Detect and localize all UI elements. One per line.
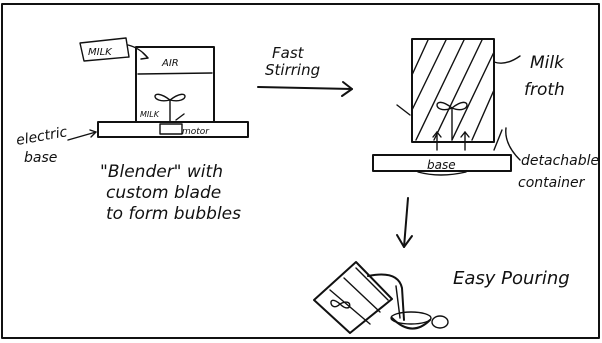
caption-line-1: "Blender" with [100, 162, 223, 182]
caption-line-3: to form bubbles [106, 204, 241, 224]
milk-tag-label: MILK [88, 47, 113, 58]
milk-froth-label-1: Milk [530, 53, 565, 73]
stirring-label: Stirring [265, 61, 320, 79]
milk-inside-label: MILK [140, 110, 160, 119]
detachable-label: detachable [521, 153, 599, 169]
blade-icon [155, 94, 185, 122]
air-label: AIR [161, 58, 179, 69]
container-label: container [518, 175, 586, 191]
easy-pouring-label: Easy Pouring [453, 268, 570, 289]
electric-base: motor [98, 114, 248, 137]
process-arrow [258, 87, 352, 89]
base-label-right: base [427, 158, 456, 172]
fast-label: Fast [272, 44, 305, 62]
milk-tag: MILK [80, 38, 148, 61]
base-right: base [373, 155, 511, 175]
down-arrow [404, 198, 408, 247]
caption-line-2: custom blade [106, 183, 221, 203]
electric-label: electric [15, 124, 69, 149]
base-label-left: base [24, 150, 57, 166]
milk-froth-label-2: froth [524, 80, 565, 100]
motor-label: motor [182, 127, 210, 137]
pouring-container [314, 262, 404, 333]
detachable-container [412, 39, 494, 142]
